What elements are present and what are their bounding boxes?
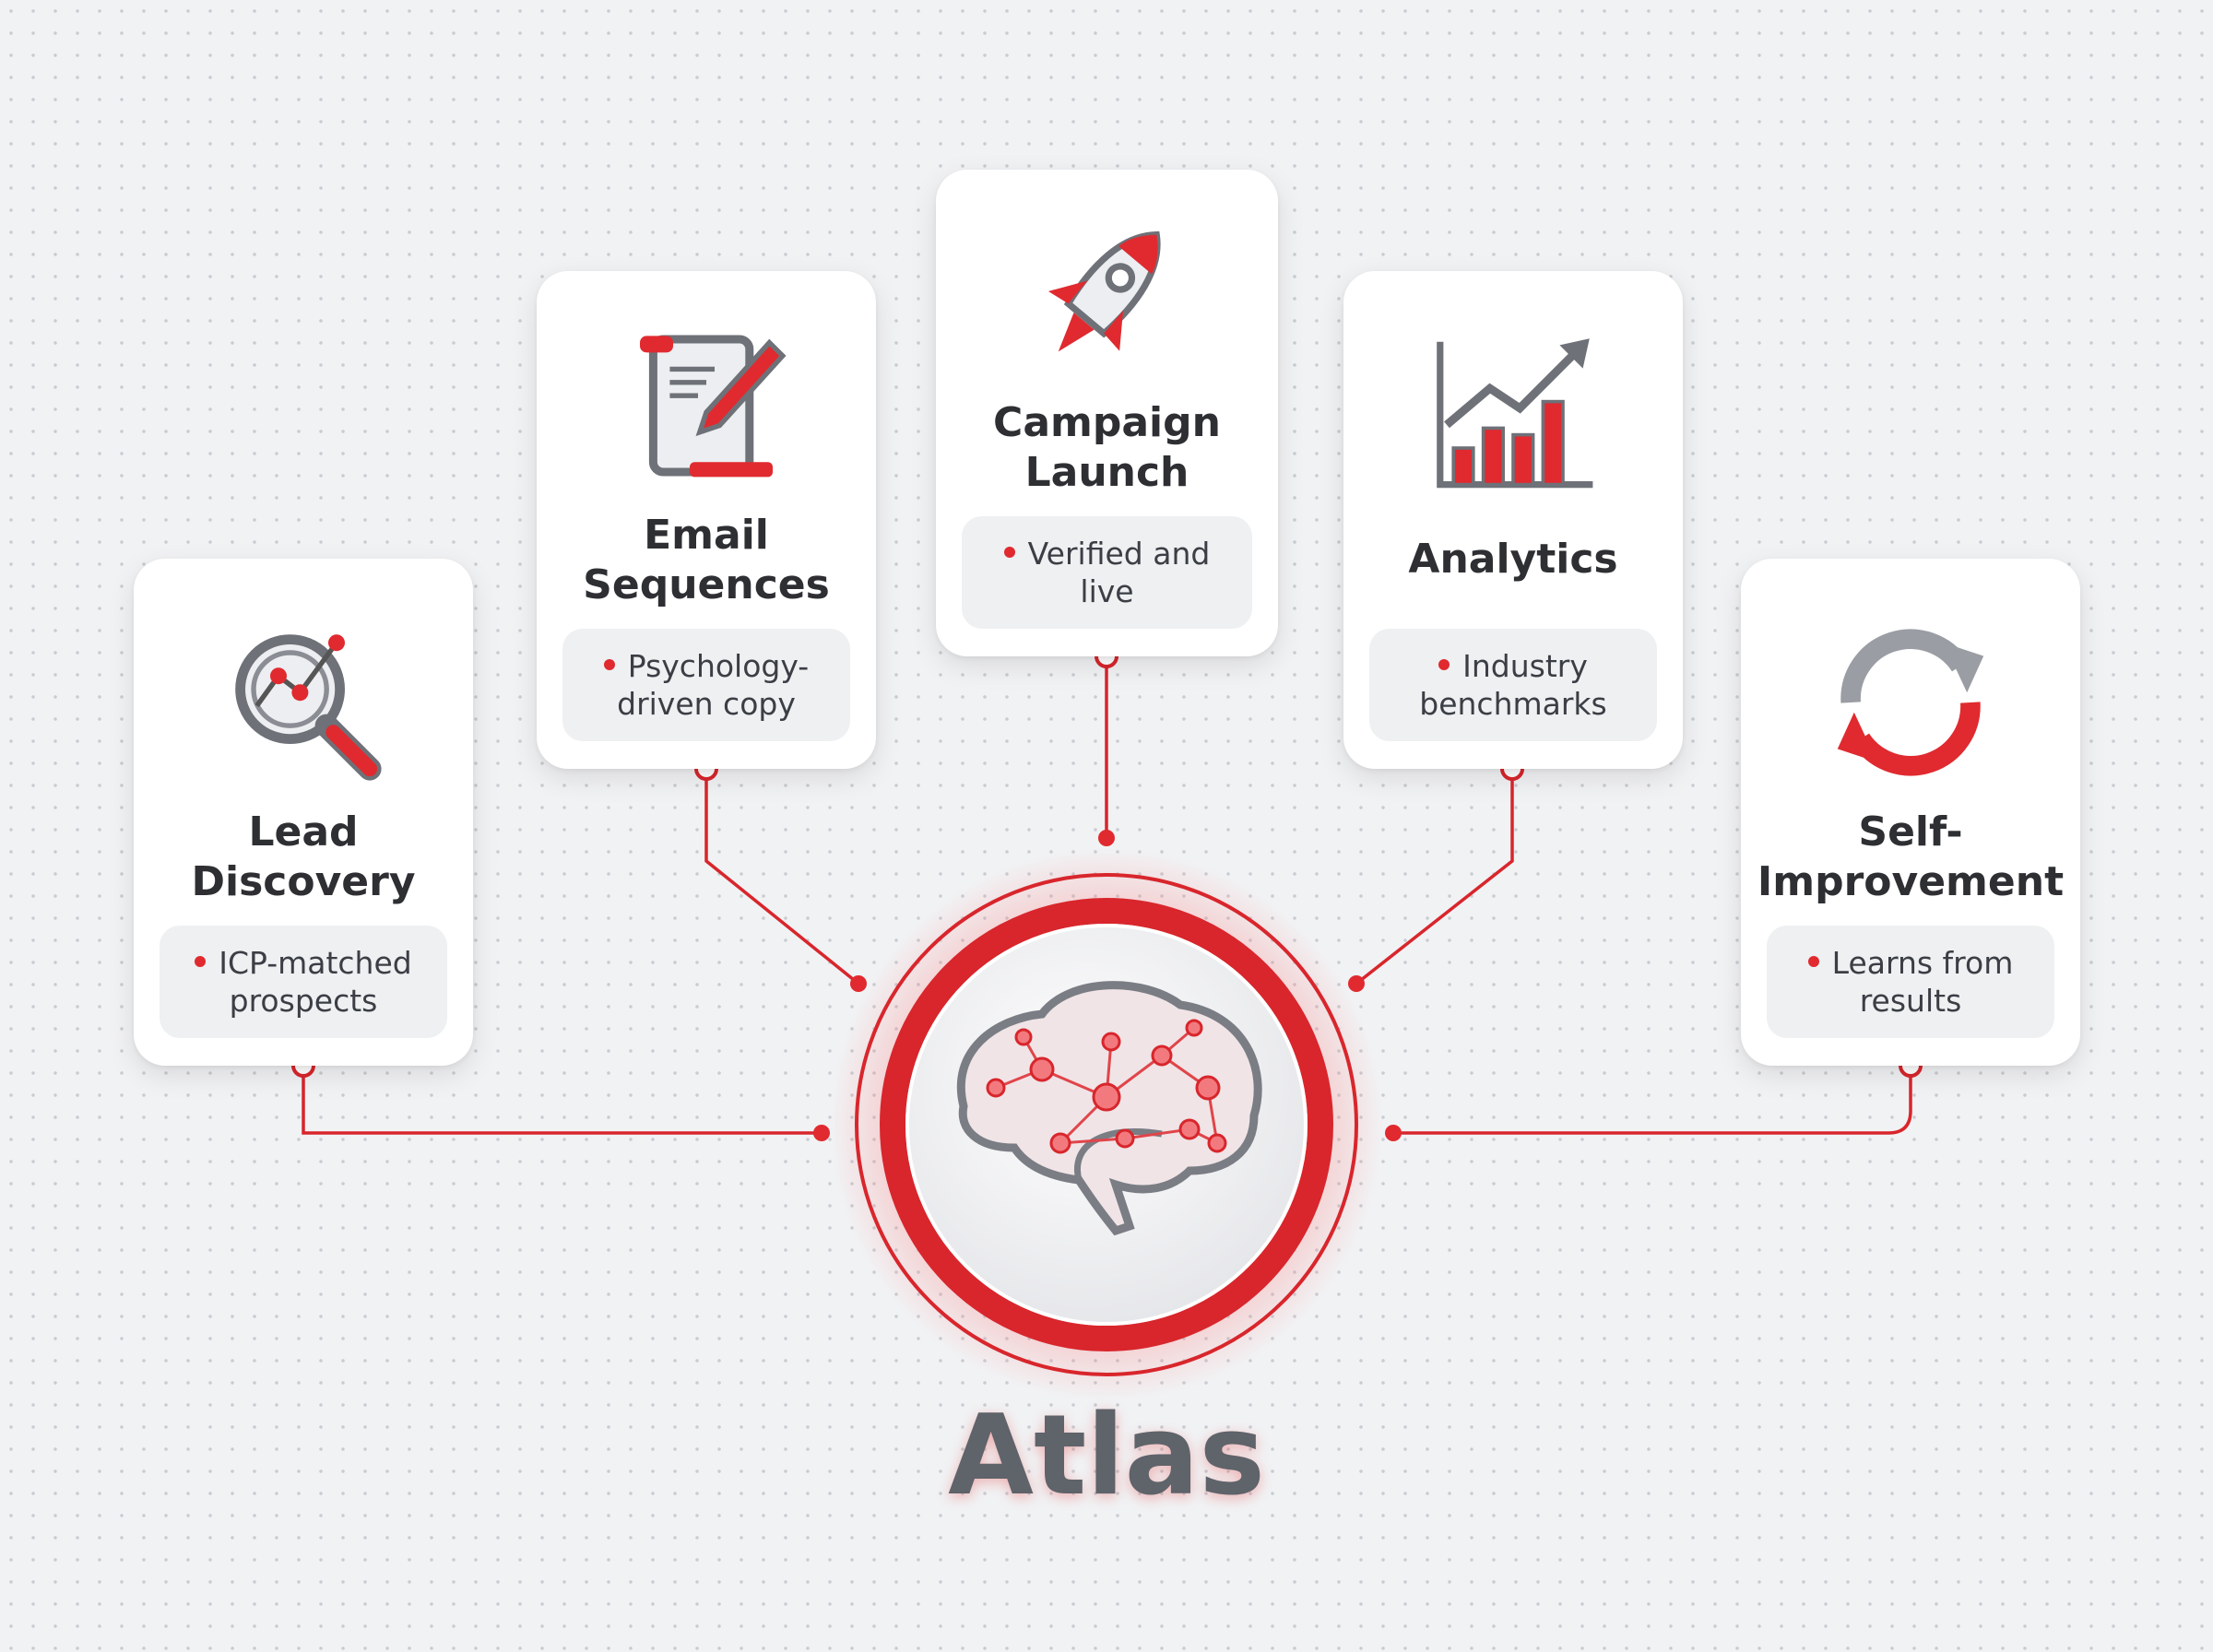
card-analytics[interactable]: Analytics Industry benchmarks xyxy=(1343,271,1683,769)
card-detail-pill: Learns from results xyxy=(1767,926,2054,1038)
card-detail: Learns from results xyxy=(1831,945,2014,1019)
bullet-dot xyxy=(1807,955,1819,967)
card-lead-discovery[interactable]: Lead Discovery ICP-matched prospects xyxy=(134,559,473,1066)
card-self-improvement[interactable]: Self-Improvement Learns from results xyxy=(1741,559,2080,1066)
refresh-cycle-icon xyxy=(1837,629,1984,776)
card-title: Email Sequences xyxy=(583,512,830,608)
card-detail-pill: Verified and live xyxy=(962,516,1252,629)
hub-label: Atlas xyxy=(948,1392,1265,1520)
rocket-icon xyxy=(1047,230,1161,352)
card-detail-pill: Industry benchmarks xyxy=(1369,629,1657,741)
bullet-dot xyxy=(1003,546,1015,558)
bullet-dot xyxy=(1438,658,1450,670)
connector-lead xyxy=(302,1077,822,1135)
bullet-dot xyxy=(603,658,615,670)
card-title: Analytics xyxy=(1408,536,1618,583)
connector-analytics xyxy=(1355,780,1514,985)
connector-email xyxy=(704,780,860,985)
card-detail: Verified and live xyxy=(1027,536,1211,609)
card-title: Lead Discovery xyxy=(191,808,416,905)
atlas-hub[interactable] xyxy=(830,848,1383,1401)
card-detail: ICP-matched prospects xyxy=(219,945,412,1019)
card-title: Campaign Launch xyxy=(993,399,1221,496)
card-detail: Industry benchmarks xyxy=(1419,648,1607,722)
card-detail-pill: Psychology-driven copy xyxy=(562,629,850,741)
card-campaign-launch[interactable]: Campaign Launch Verified and live xyxy=(936,170,1278,656)
card-email-sequences[interactable]: Email Sequences Psychology-driven copy xyxy=(537,271,876,769)
scroll-pen-icon xyxy=(640,335,787,478)
bar-chart-arrow-icon xyxy=(1437,338,1593,489)
brain-network-icon xyxy=(956,981,1262,1236)
connector-endpoints xyxy=(813,830,1402,1141)
card-detail-pill: ICP-matched prospects xyxy=(160,926,447,1038)
card-title: Self-Improvement xyxy=(1757,808,2065,905)
connector-lines xyxy=(302,667,1912,1135)
connector-self xyxy=(1393,1077,1912,1135)
bullet-dot xyxy=(195,955,207,967)
magnifier-chart-icon xyxy=(235,634,382,781)
card-detail: Psychology-driven copy xyxy=(617,648,810,722)
